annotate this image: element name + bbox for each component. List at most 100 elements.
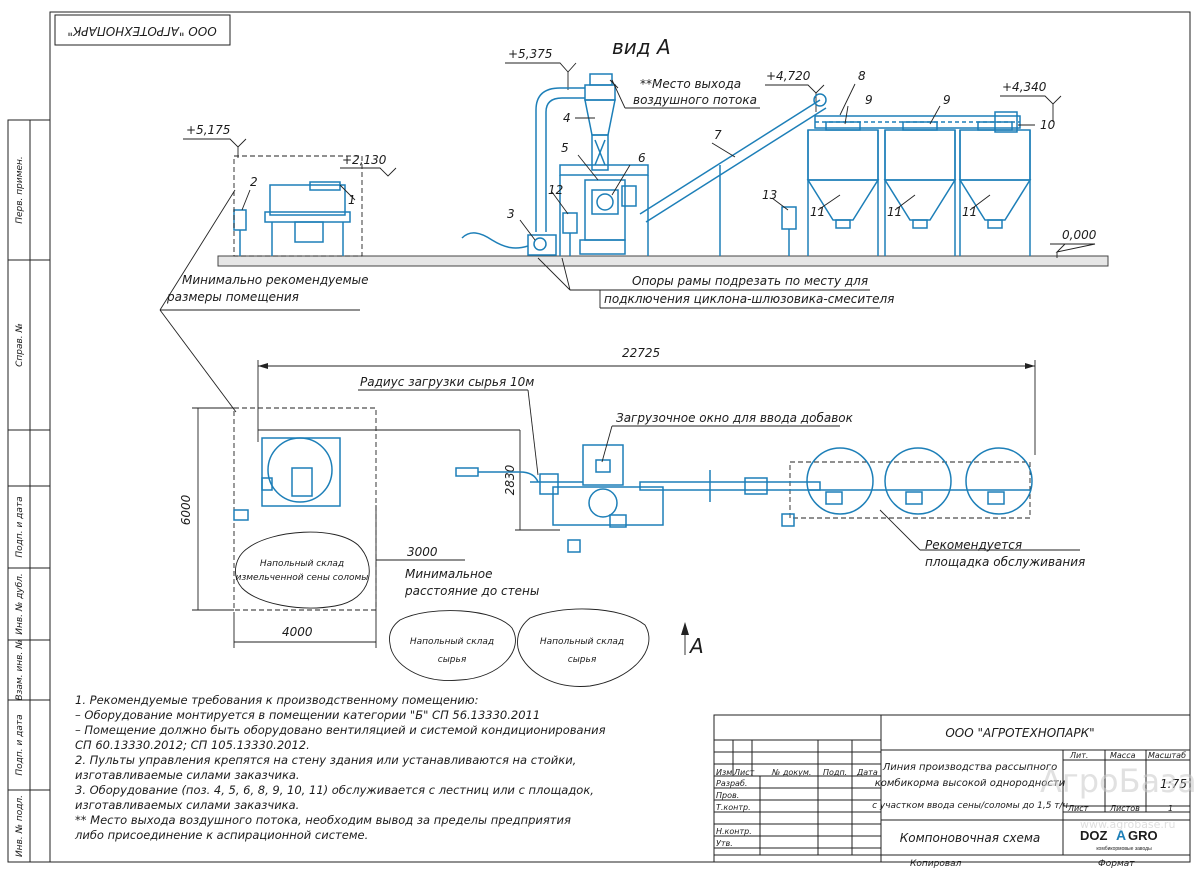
tb-role: Утв. bbox=[716, 839, 733, 848]
pos-number: 9 bbox=[943, 93, 951, 107]
equipment-elevation bbox=[233, 73, 1021, 256]
watermark: АгроБаза bbox=[1040, 762, 1197, 800]
tb-sheet-word: Лист bbox=[1067, 804, 1089, 813]
bunker-c bbox=[958, 121, 1032, 256]
room-outline-elevation bbox=[233, 155, 363, 257]
elevation-4340: +4,340 bbox=[1002, 80, 1047, 94]
strip-label: Инв. № подл. bbox=[15, 795, 25, 857]
tb-format: Формат bbox=[1098, 859, 1135, 869]
callout-air-outlet-1: **Место выхода bbox=[640, 77, 741, 91]
tb-head-izm: Изм. bbox=[716, 768, 735, 777]
pos-number: 5 bbox=[561, 141, 569, 155]
note-line: изготавливаемых силами заказчика. bbox=[75, 798, 299, 812]
pos-number: 6 bbox=[638, 151, 646, 165]
tb-role: Разраб. bbox=[716, 779, 747, 788]
tb-product-1: Линия производства рассыпного bbox=[882, 762, 1057, 773]
dim-wall: 3000 bbox=[407, 545, 438, 559]
logo-part: DOZ bbox=[1080, 828, 1108, 843]
callout-room-size-2: размеры помещения bbox=[166, 290, 299, 304]
pos-number: 12 bbox=[548, 183, 563, 197]
notes: 1. Рекомендуемые требования к производст… bbox=[74, 693, 606, 842]
tb-role: Т.контр. bbox=[716, 803, 751, 812]
callout-platform-1: Рекомендуется bbox=[925, 538, 1022, 552]
company-logo: DOZ A GRO комбикормовые заводы bbox=[1080, 827, 1158, 852]
tb-product-3: с участком ввода сены/соломы до 1,5 т/ч bbox=[872, 801, 1068, 811]
stamp-top: ООО "АГРОТЕХНОПАРК" bbox=[67, 24, 216, 38]
logo-part: A bbox=[1116, 827, 1126, 843]
tb-role: Пров. bbox=[716, 791, 739, 800]
pos-number: 4 bbox=[563, 111, 571, 125]
tb-product-2: комбикорма высокой однородности bbox=[875, 777, 1066, 789]
note-line: 1. Рекомендуемые требования к производст… bbox=[75, 693, 478, 707]
pos-number: 11 bbox=[810, 205, 825, 219]
storage-raw-a-1: Напольный склад bbox=[410, 637, 494, 647]
callout-leaders bbox=[159, 79, 880, 413]
storage-hay-1: Напольный склад bbox=[260, 559, 344, 569]
callout-frame-cut-2: подключения циклона-шлюзовика-смесителя bbox=[604, 292, 894, 306]
dim-total: 22725 bbox=[622, 346, 660, 360]
strip-label: Инв. № дубл. bbox=[15, 573, 25, 635]
position-numbers: 1 2 3 4 5 6 7 8 9 9 10 11 11 11 12 13 bbox=[250, 69, 1056, 221]
equipment-plan bbox=[233, 437, 1033, 553]
tb-scale: 1:75 bbox=[1160, 777, 1187, 791]
callout-platform-2: площадка обслуживания bbox=[925, 555, 1085, 569]
title-block bbox=[713, 714, 1191, 863]
dim-width: 4000 bbox=[282, 625, 313, 639]
callout-frame-cut-1: Опоры рамы подрезать по месту для bbox=[632, 274, 868, 288]
sheet-frame bbox=[7, 11, 1191, 863]
callout-additive-window: Загрузочное окно для ввода добавок bbox=[616, 411, 854, 425]
callout-air-outlet-2: воздушного потока bbox=[633, 93, 757, 107]
note-line: ** Место выхода воздушного потока, необх… bbox=[75, 813, 571, 827]
storage-raw-b-1: Напольный склад bbox=[540, 637, 624, 647]
left-strip: Перв. примен. Справ. № Подп. и дата Инв.… bbox=[15, 156, 25, 857]
tb-head-list: Лист bbox=[733, 768, 755, 777]
logo-part: GRO bbox=[1128, 828, 1158, 843]
strip-label: Подп. и дата bbox=[15, 714, 25, 775]
pos-number: 10 bbox=[1040, 118, 1056, 132]
pos-number: 11 bbox=[962, 205, 977, 219]
tb-role: Н.контр. bbox=[716, 827, 752, 836]
bunker-b bbox=[883, 121, 957, 256]
note-line: СП 60.13330.2012; СП 105.13330.2012. bbox=[75, 738, 310, 752]
tb-head-sign: Подп. bbox=[823, 768, 847, 777]
strip-label: Перв. примен. bbox=[15, 156, 25, 224]
tb-col-mass: Масса bbox=[1110, 751, 1136, 760]
tb-col-scale: Масштаб bbox=[1148, 751, 1186, 760]
section-marker: А bbox=[688, 634, 704, 658]
storage-hay-2: измельченной сены соломы bbox=[236, 573, 369, 583]
note-line: 3. Оборудование (поз. 4, 5, 6, 8, 9, 10,… bbox=[75, 783, 594, 797]
elevation-0000: 0,000 bbox=[1062, 228, 1097, 242]
tb-sheet-title: Компоновочная схема bbox=[900, 831, 1041, 845]
note-line: 2. Пульты управления крепятся на стену з… bbox=[75, 753, 576, 767]
logo-sub: комбикормовые заводы bbox=[1096, 846, 1152, 852]
pos-number: 1 bbox=[348, 193, 356, 207]
watermark-url: www.agrobase.ru bbox=[1080, 818, 1175, 831]
storage-raw-a-2: сырья bbox=[438, 655, 467, 665]
pos-number: 11 bbox=[887, 205, 902, 219]
plan-callout-leaders bbox=[358, 389, 1080, 551]
tb-head-date: Дата bbox=[856, 768, 878, 777]
pos-number: 3 bbox=[507, 207, 515, 221]
elevation-2130: +2,130 bbox=[342, 153, 387, 167]
strip-label: Справ. № bbox=[15, 323, 25, 367]
pos-number: 13 bbox=[762, 188, 777, 202]
bunker-a bbox=[806, 121, 880, 256]
pos-number: 7 bbox=[714, 128, 722, 142]
strip-label: Подп. и дата bbox=[15, 496, 25, 557]
callout-wall-dist-1: Минимальное bbox=[405, 567, 493, 581]
callout-load-radius: Радиус загрузки сырья 10м bbox=[360, 375, 534, 389]
storage-areas bbox=[235, 531, 650, 687]
tb-sheets-word: Листов bbox=[1109, 804, 1140, 813]
tb-sheets-count: 1 bbox=[1168, 804, 1173, 813]
callout-wall-dist-2: расстояние до стены bbox=[404, 584, 539, 598]
pos-number: 8 bbox=[858, 69, 866, 83]
note-line: изготавливаемые силами заказчика. bbox=[75, 768, 300, 782]
dim-cross: 2830 bbox=[503, 464, 517, 495]
elevation-5175: +5,175 bbox=[186, 123, 230, 137]
tb-company: ООО "АГРОТЕХНОПАРК" bbox=[945, 726, 1094, 740]
plan-dimensions bbox=[192, 360, 1036, 655]
floor bbox=[217, 255, 1109, 267]
note-line: – Помещение должно быть оборудовано вент… bbox=[75, 723, 606, 737]
